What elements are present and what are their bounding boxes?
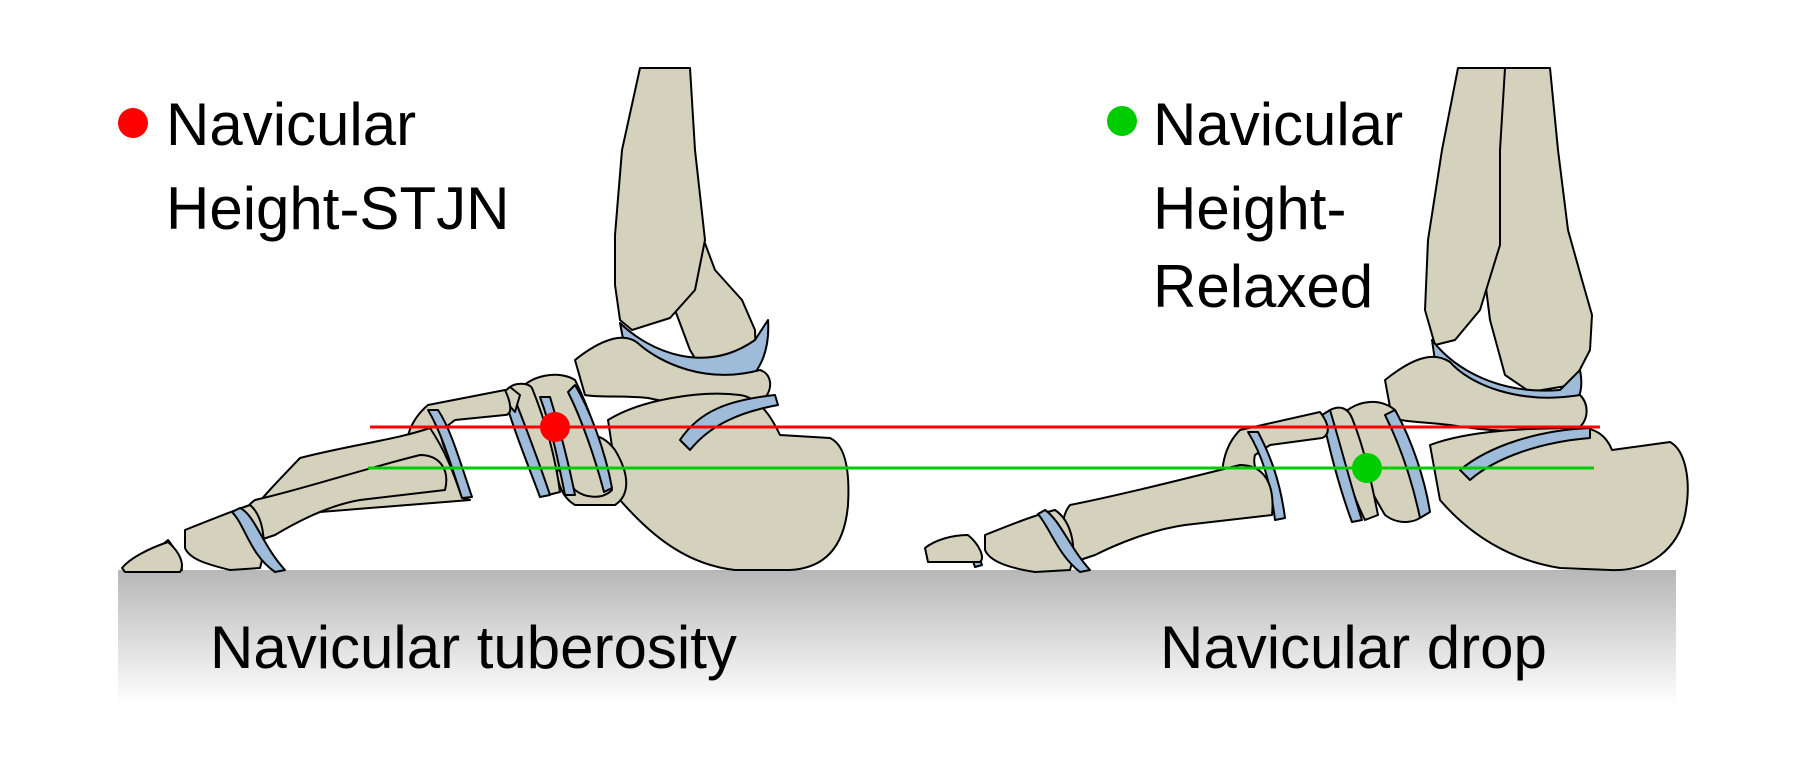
right-calcaneus [1429, 427, 1689, 572]
legend-relaxed-line-3: Relaxed [1153, 253, 1373, 320]
ground-surface [118, 570, 1676, 705]
left-navicular-cartilage [567, 384, 613, 493]
legend-stjn-line-1: Navicular [166, 91, 416, 158]
legend-relaxed-line-2: Height- [1153, 175, 1346, 242]
right-cuneiform-cartilage [1321, 409, 1363, 523]
left-phalanx-cartilage-1 [231, 507, 286, 573]
left-distal-phalanx [121, 541, 183, 573]
right-metatarsal-shaft [1061, 464, 1274, 561]
left-tibia [614, 67, 706, 331]
right-phalanx-cartilage-1 [1037, 509, 1091, 573]
right-tibia [1424, 67, 1506, 346]
left-calcaneus-cartilage [679, 394, 779, 451]
left-calcaneus [607, 392, 850, 571]
right-navicular-cartilage [1384, 409, 1431, 519]
right-foot-skeleton [924, 67, 1689, 573]
left-metatarsal-joint [427, 409, 473, 499]
right-distal-phalanx [924, 534, 983, 563]
left-foot-skeleton [121, 67, 850, 573]
right-talus [1384, 355, 1588, 433]
stjn-navicular-marker [540, 412, 570, 442]
legend-stjn-marker-icon [118, 108, 148, 138]
right-calcaneus-cartilage [1459, 427, 1591, 481]
right-metatarsal-joint [1247, 431, 1286, 521]
legend-stjn-line-2: Height-STJN [166, 175, 509, 242]
legend-relaxed-marker-icon [1107, 106, 1137, 136]
legend-relaxed-line-1: Navicular [1153, 91, 1403, 158]
caption-right: Navicular drop [1160, 614, 1547, 681]
relaxed-navicular-marker [1352, 453, 1382, 483]
caption-left: Navicular tuberosity [210, 614, 737, 681]
left-talus [574, 336, 772, 408]
